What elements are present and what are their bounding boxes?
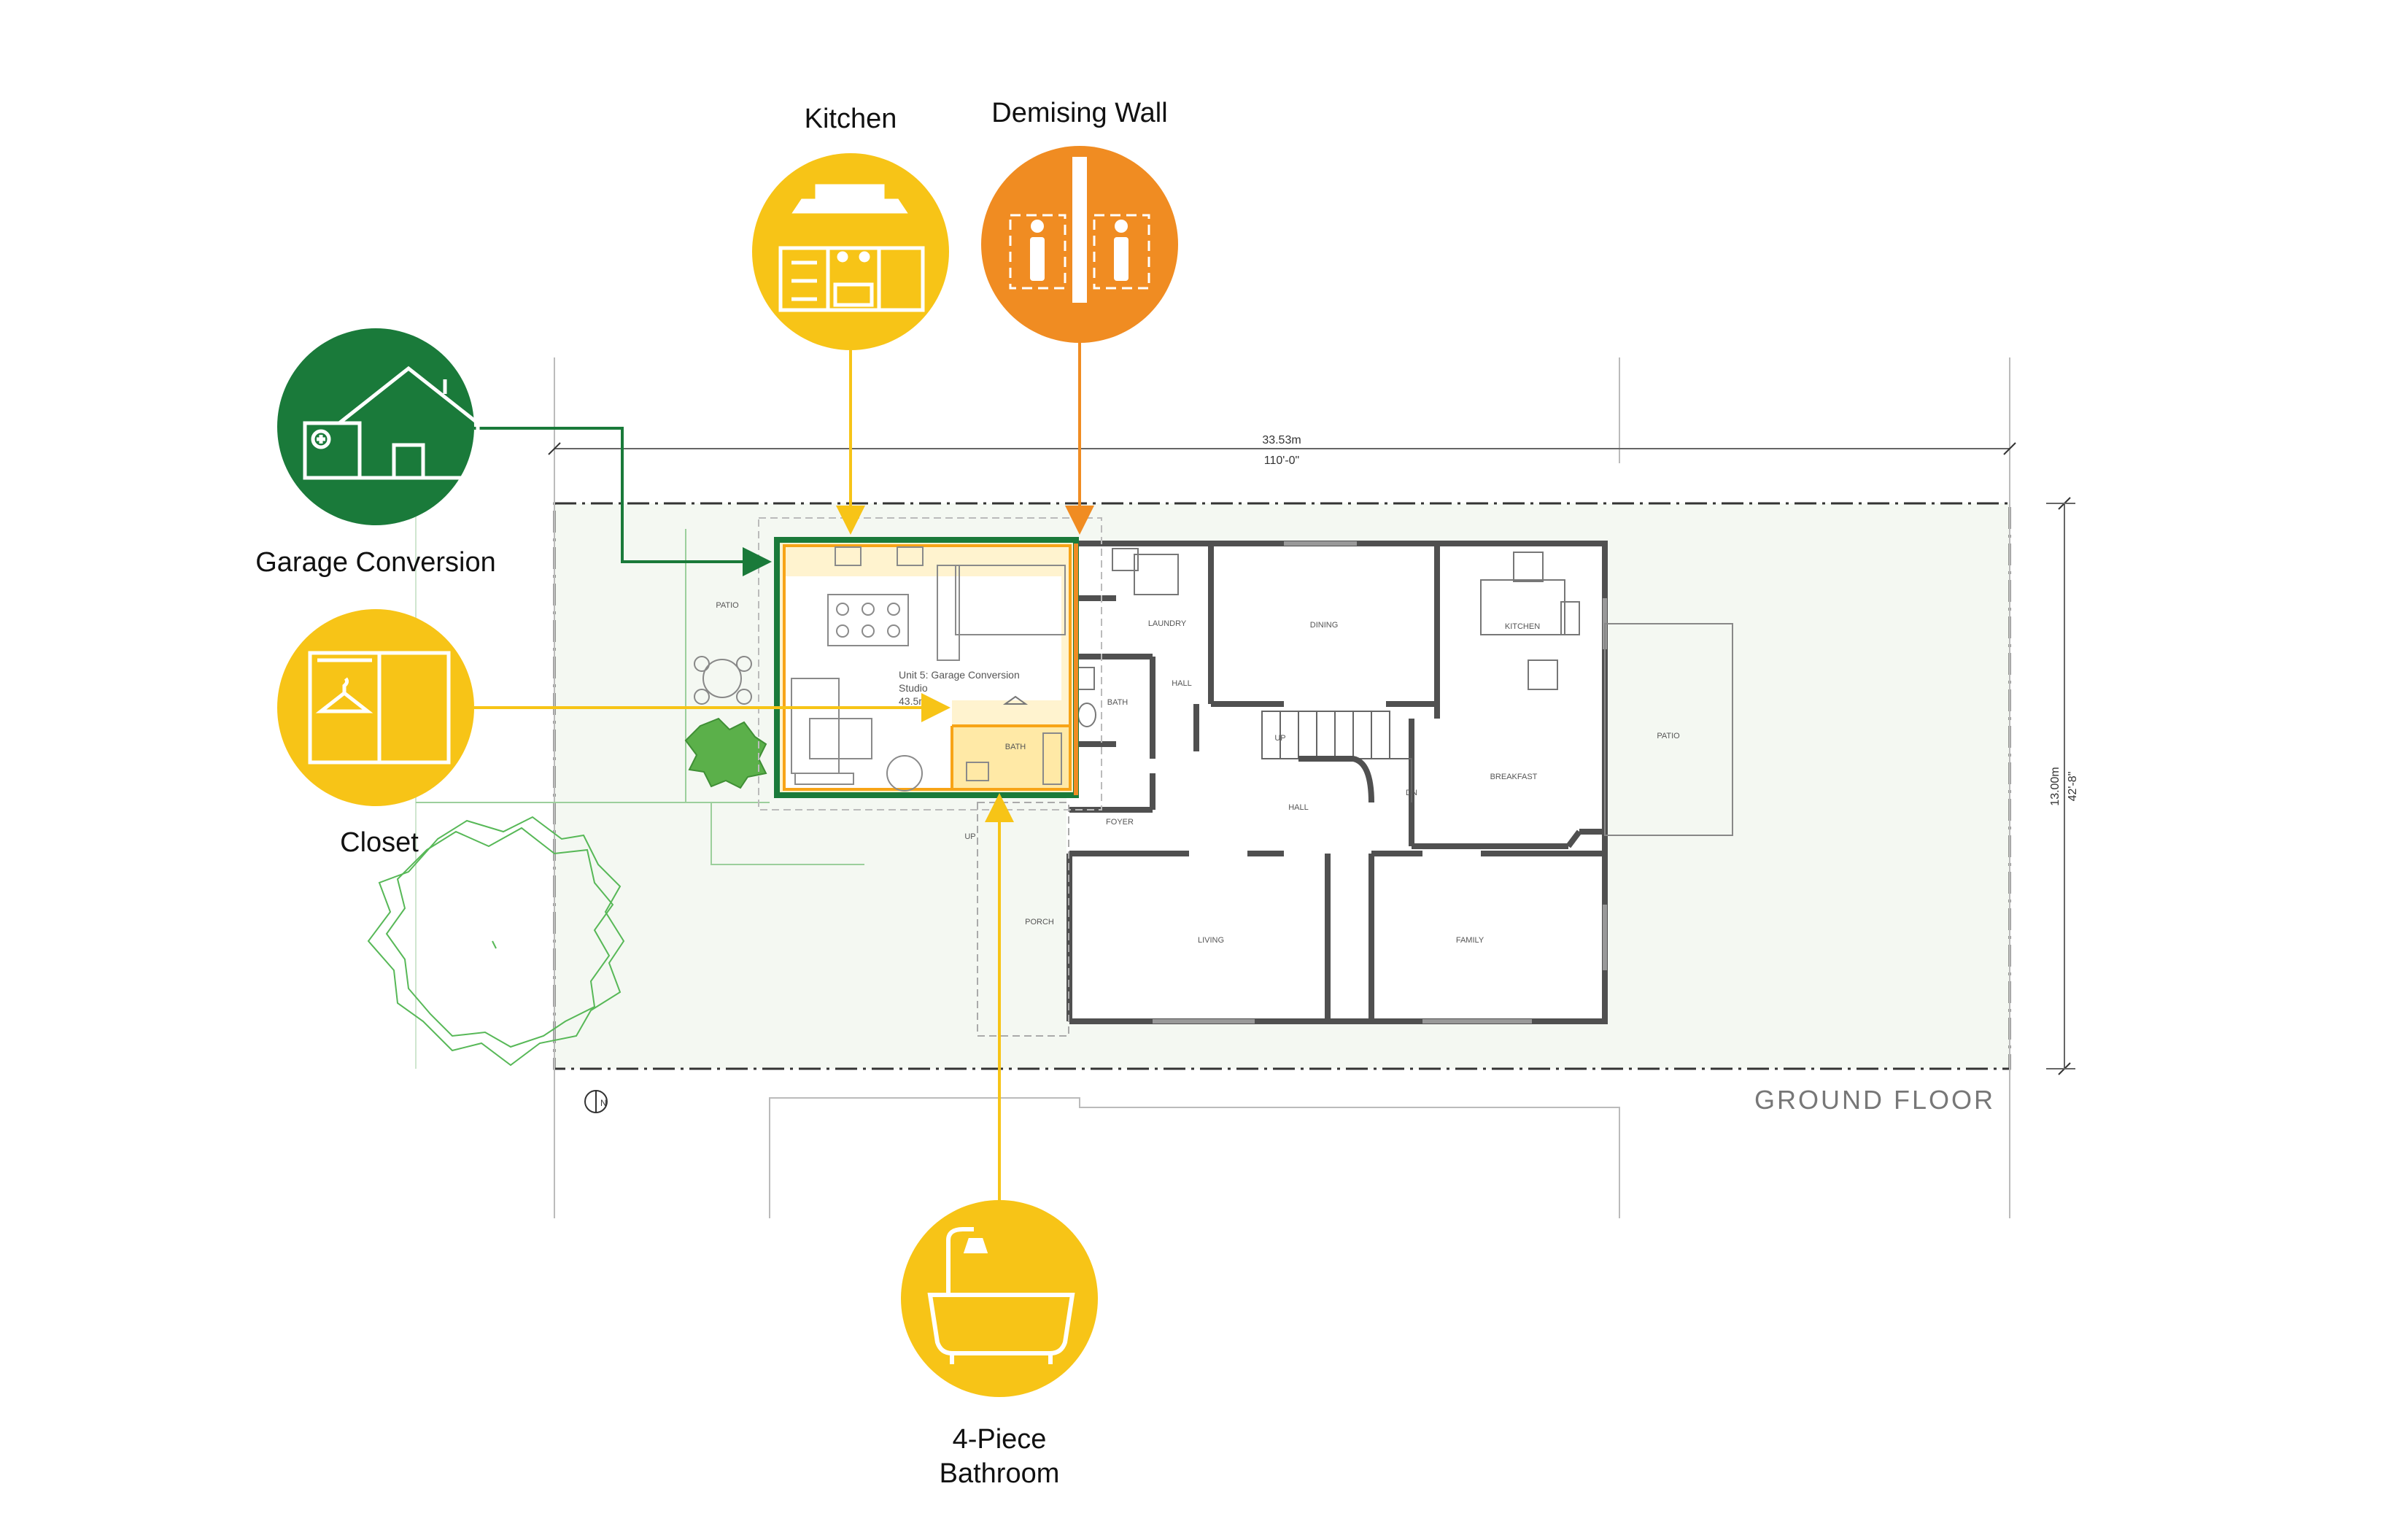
room-label-hall-small: HALL [1172, 679, 1192, 688]
closet-label: Closet [340, 827, 419, 858]
bathtub-shower-icon [927, 1227, 1075, 1364]
room-label-bath-unit: BATH [1005, 743, 1026, 751]
kitchen-callout [752, 153, 949, 350]
unit-label-line3: 43.5m [899, 695, 927, 707]
garage-unit: Unit 5: Garage Conversion Studio 43.5m B… [758, 517, 1102, 811]
room-label-dining: DINING [1310, 621, 1339, 630]
depth-imperial: 42'-8" [2067, 772, 2079, 802]
demising-wall-icon [1009, 157, 1150, 303]
floor-title: GROUND FLOOR [1754, 1085, 1995, 1115]
closet-callout [277, 609, 474, 806]
bathroom-label-line1: 4-Piece [952, 1424, 1047, 1455]
patio-furniture [694, 656, 752, 705]
room-label-patio-left: PATIO [716, 601, 739, 610]
north-label: N [600, 1098, 607, 1108]
room-label-family: FAMILY [1456, 936, 1484, 945]
room-label-living: LIVING [1198, 936, 1224, 945]
callout-arrows [474, 343, 1094, 1226]
stair-label-dn: DN [1406, 789, 1417, 797]
closet-hanger-icon [308, 651, 451, 765]
kitchen-icon [778, 184, 925, 312]
garage-arrow [474, 427, 772, 576]
kitchen-label: Kitchen [804, 104, 897, 134]
room-label-breakfast: BREAKFAST [1490, 773, 1538, 781]
garage-conversion-callout [277, 328, 480, 525]
width-metric: 33.53m [1262, 434, 1301, 446]
room-label-laundry: LAUNDRY [1148, 619, 1187, 628]
unit-label-line2: Studio [899, 682, 928, 694]
depth-dimension: 13.00m 42'-8" [2046, 497, 2079, 1075]
depth-metric: 13.00m [2049, 767, 2061, 805]
width-dimension: 33.53m 110'-0" [548, 434, 2016, 467]
unit-label-line1: Unit 5: Garage Conversion [899, 669, 1020, 681]
main-house: LAUNDRY DINING KITCHEN HALL BATH BREAKFA… [964, 541, 1733, 1037]
room-label-bath-main: BATH [1107, 698, 1128, 707]
room-label-kitchen: KITCHEN [1505, 622, 1540, 631]
demising-wall-label: Demising Wall [991, 98, 1168, 128]
house-icon [303, 365, 480, 480]
bathroom-callout [901, 1200, 1098, 1397]
room-label-patio-right: PATIO [1657, 732, 1680, 740]
tree-symbol [367, 816, 625, 1067]
room-label-foyer: FOYER [1106, 818, 1134, 827]
step-label-up: UP [964, 832, 975, 841]
bathroom-label-line2: Bathroom [939, 1458, 1060, 1489]
room-label-porch: PORCH [1025, 918, 1054, 926]
room-label-hall-main: HALL [1288, 803, 1309, 812]
garage-conversion-label: Garage Conversion [255, 547, 496, 578]
north-arrow: N [584, 1090, 608, 1113]
shrub-symbol [684, 717, 767, 789]
width-imperial: 110'-0" [1264, 454, 1299, 467]
demising-wall-callout [981, 146, 1178, 343]
stair-label-up: UP [1274, 734, 1285, 743]
